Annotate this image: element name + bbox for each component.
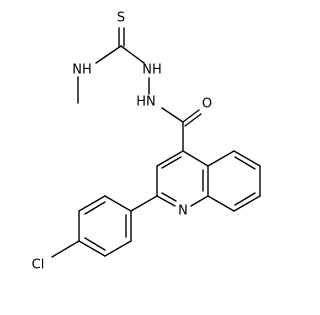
bond-n-c8a — [190, 195, 209, 207]
bond-c-o-a — [182, 109, 200, 123]
bond-c8-c8a — [207, 195, 235, 212]
atom-nh-hydrazide-2: HN — [136, 95, 156, 110]
bond-c7-c8-a — [233, 195, 261, 212]
bond-c-o-b — [184, 113, 202, 127]
bond-ar4-cl — [51, 240, 80, 258]
atom-nh-methyl: NH — [72, 63, 92, 78]
bond-ar5-ar6 — [104, 240, 132, 257]
bond-c-nh-methyl — [95, 45, 122, 64]
atom-sulfur: S — [117, 11, 125, 26]
molecule-structure: S NH NH HN O N Cl — [32, 11, 261, 273]
atom-labels: S NH NH HN O N Cl — [32, 11, 212, 273]
bond-ar2-ar3-a — [78, 195, 106, 212]
bond-c4-c4a — [182, 150, 209, 167]
bond-c5-c6-b — [234, 156, 256, 170]
atom-nh-hydrazide-1: NH — [142, 63, 162, 78]
bond-c4-c3-a — [156, 150, 184, 167]
bond-c4-c3-b — [161, 156, 182, 169]
atom-oxygen: O — [202, 97, 212, 112]
bond-c-nh-1 — [120, 45, 145, 64]
bond-c7-c8-b — [234, 192, 256, 206]
bond-ar2-ar3-b — [84, 201, 106, 215]
bond-c2-n-a — [156, 195, 176, 207]
bond-nh-carbonyl — [161, 107, 184, 123]
bond-c2-n-b — [161, 192, 177, 202]
bond-c5-c6-a — [233, 150, 261, 167]
bond-ar4-ar5-a — [78, 240, 106, 257]
bonds — [51, 27, 261, 258]
atom-chlorine: Cl — [32, 258, 45, 273]
bond-c4a-c5 — [207, 150, 235, 167]
bond-c2-aryl — [130, 195, 158, 212]
bond-ar4-ar5-b — [84, 237, 106, 251]
atom-ring-nitrogen: N — [178, 204, 188, 219]
bond-ar1-ar2 — [104, 195, 132, 212]
